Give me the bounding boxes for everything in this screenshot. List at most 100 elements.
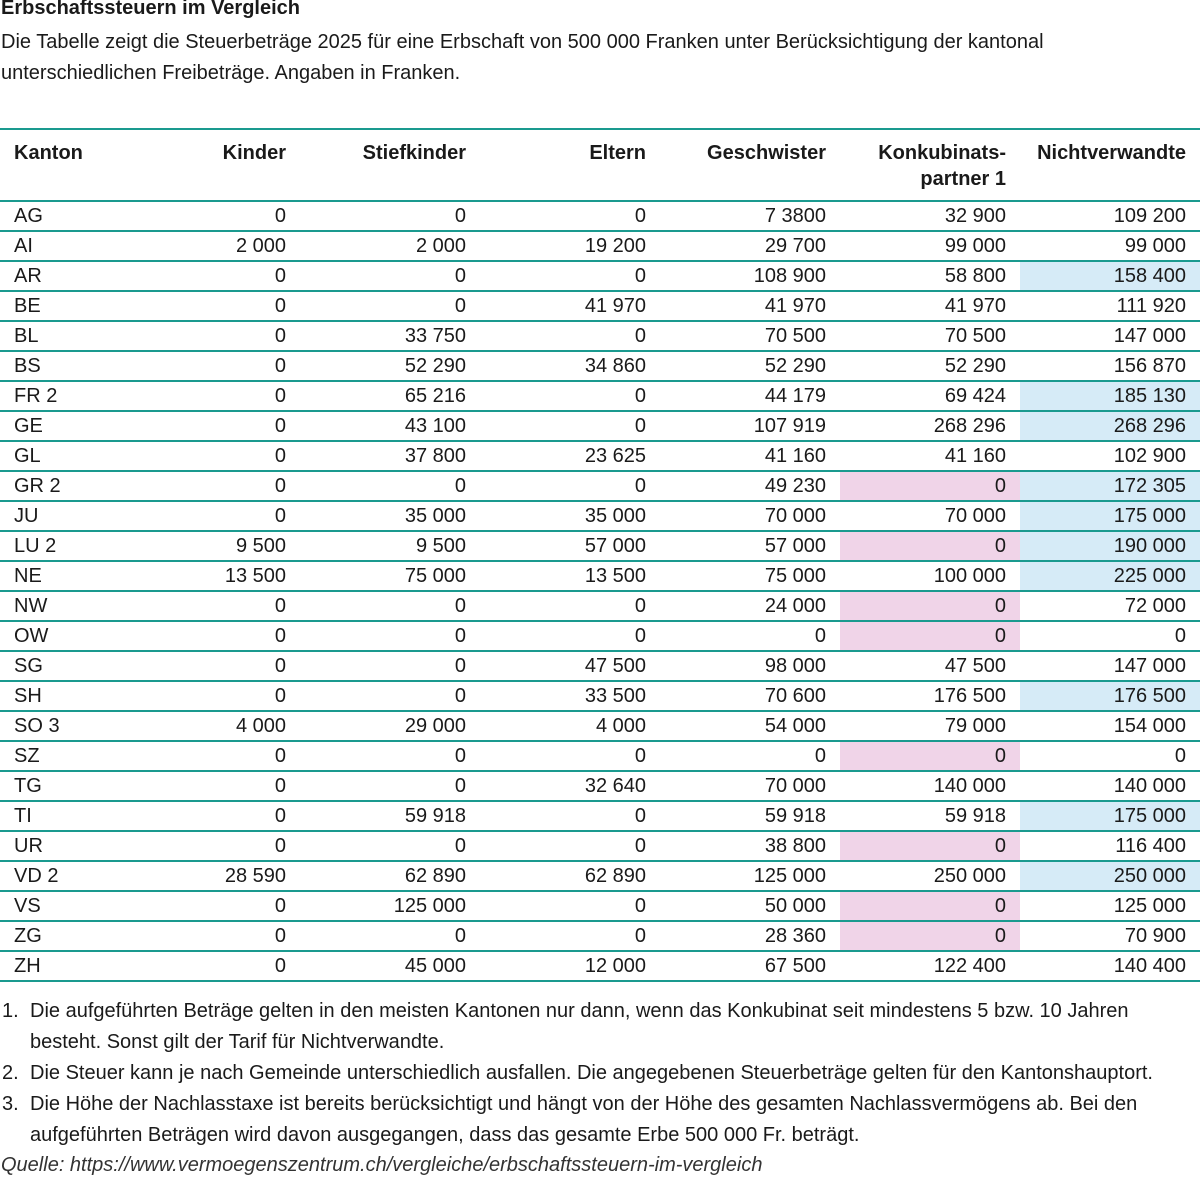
value-cell: 0 — [840, 591, 1020, 622]
value-cell: 0 — [480, 921, 660, 952]
footnote-number: 3. — [2, 1093, 19, 1115]
value-cell: 13 500 — [480, 561, 660, 592]
value-cell: 12 000 — [480, 951, 660, 982]
value-cell: 100 000 — [840, 561, 1020, 592]
value-cell: 0 — [120, 471, 300, 502]
value-cell: 57 000 — [660, 531, 840, 562]
canton-cell: GL — [0, 441, 120, 472]
column-header: Kinder — [120, 128, 300, 202]
value-cell: 0 — [480, 831, 660, 862]
value-cell: 175 000 — [1020, 501, 1200, 532]
value-cell: 0 — [300, 591, 480, 622]
value-cell: 0 — [120, 621, 300, 652]
value-cell: 0 — [120, 651, 300, 682]
canton-cell: UR — [0, 831, 120, 862]
value-cell: 41 970 — [480, 291, 660, 322]
value-cell: 32 640 — [480, 771, 660, 802]
value-cell: 52 290 — [300, 351, 480, 382]
value-cell: 0 — [480, 621, 660, 652]
value-cell: 72 000 — [1020, 591, 1200, 622]
value-cell: 59 918 — [840, 801, 1020, 832]
value-cell: 52 290 — [840, 351, 1020, 382]
value-cell: 41 970 — [840, 291, 1020, 322]
value-cell: 0 — [120, 831, 300, 862]
canton-cell: SG — [0, 651, 120, 682]
value-cell: 0 — [300, 921, 480, 952]
value-cell: 0 — [300, 201, 480, 232]
value-cell: 0 — [660, 621, 840, 652]
column-header: Konkubinats- partner 1 — [840, 128, 1020, 202]
value-cell: 176 500 — [840, 681, 1020, 712]
value-cell: 41 970 — [660, 291, 840, 322]
page-title: Erbschaftssteuern im Vergleich — [1, 0, 301, 19]
value-cell: 0 — [480, 321, 660, 352]
canton-cell: GE — [0, 411, 120, 442]
canton-cell: VD 2 — [0, 861, 120, 892]
value-cell: 0 — [840, 831, 1020, 862]
value-cell: 0 — [120, 591, 300, 622]
subtitle: Die Tabelle zeigt die Steuerbeträge 2025… — [1, 31, 1044, 84]
value-cell: 116 400 — [1020, 831, 1200, 862]
value-cell: 0 — [120, 741, 300, 772]
value-cell: 41 160 — [660, 441, 840, 472]
canton-cell: AR — [0, 261, 120, 292]
value-cell: 268 296 — [1020, 411, 1200, 442]
value-cell: 0 — [120, 351, 300, 382]
value-cell: 59 918 — [300, 801, 480, 832]
footnote-text: Die aufgeführten Beträge gelten in den m… — [30, 1000, 1129, 1053]
value-cell: 125 000 — [1020, 891, 1200, 922]
value-cell: 69 424 — [840, 381, 1020, 412]
canton-cell: TG — [0, 771, 120, 802]
value-cell: 0 — [120, 321, 300, 352]
canton-cell: BL — [0, 321, 120, 352]
value-cell: 41 160 — [840, 441, 1020, 472]
value-cell: 122 400 — [840, 951, 1020, 982]
value-cell: 109 200 — [1020, 201, 1200, 232]
column-header: Kanton — [0, 128, 120, 202]
value-cell: 154 000 — [1020, 711, 1200, 742]
value-cell: 0 — [480, 381, 660, 412]
value-cell: 185 130 — [1020, 381, 1200, 412]
value-cell: 0 — [300, 831, 480, 862]
canton-cell: SZ — [0, 741, 120, 772]
value-cell: 0 — [480, 471, 660, 502]
value-cell: 108 900 — [660, 261, 840, 292]
value-cell: 75 000 — [300, 561, 480, 592]
value-cell: 23 625 — [480, 441, 660, 472]
value-cell: 0 — [120, 441, 300, 472]
footnote: 1. Die aufgeführten Beträge gelten in den… — [0, 996, 1190, 1058]
source-note: Quelle: https://www.vermoegenszentrum.ch… — [1, 1154, 763, 1176]
value-cell: 70 900 — [1020, 921, 1200, 952]
value-cell: 0 — [120, 891, 300, 922]
footnote-number: 1. — [2, 1000, 19, 1022]
canton-cell: NE — [0, 561, 120, 592]
value-cell: 13 500 — [120, 561, 300, 592]
value-cell: 4 000 — [480, 711, 660, 742]
value-cell: 0 — [300, 261, 480, 292]
value-cell: 70 600 — [660, 681, 840, 712]
value-cell: 175 000 — [1020, 801, 1200, 832]
value-cell: 29 000 — [300, 711, 480, 742]
value-cell: 67 500 — [660, 951, 840, 982]
value-cell: 62 890 — [480, 861, 660, 892]
value-cell: 32 900 — [840, 201, 1020, 232]
canton-cell: SH — [0, 681, 120, 712]
value-cell: 7 3800 — [660, 201, 840, 232]
value-cell: 0 — [1020, 621, 1200, 652]
value-cell: 0 — [840, 531, 1020, 562]
canton-cell: OW — [0, 621, 120, 652]
value-cell: 0 — [300, 471, 480, 502]
value-cell: 0 — [120, 261, 300, 292]
canton-cell: ZH — [0, 951, 120, 982]
value-cell: 0 — [480, 411, 660, 442]
value-cell: 70 000 — [660, 501, 840, 532]
canton-cell: FR 2 — [0, 381, 120, 412]
value-cell: 0 — [120, 501, 300, 532]
value-cell: 0 — [120, 291, 300, 322]
